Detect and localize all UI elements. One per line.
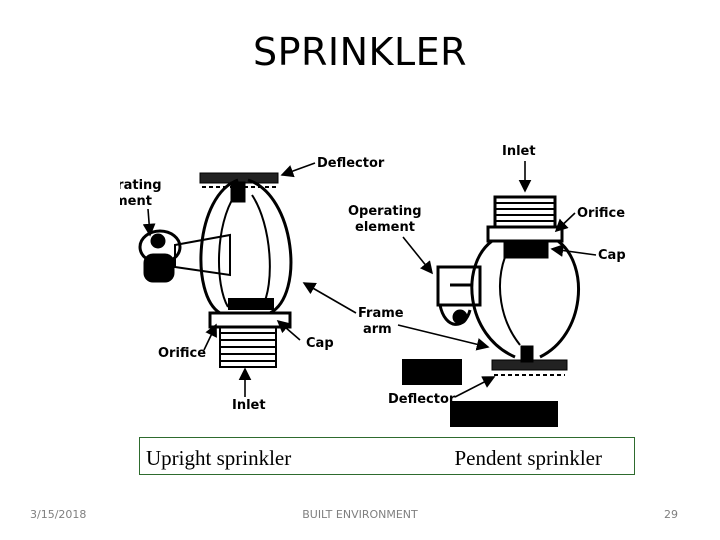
upright-label-inlet: Inlet [232, 398, 266, 413]
upright-sprinkler-drawing [138, 172, 293, 368]
pendent-label-deflector: Deflector [388, 392, 456, 407]
pendent-label-operating-2: element [355, 220, 415, 235]
pendent-label-orifice: Orifice [577, 206, 625, 221]
pendent-label-frame: Frame [358, 306, 404, 321]
pendent-label-arm: arm [363, 322, 392, 337]
upright-label-cap: Cap [306, 336, 334, 351]
footer-date: 3/15/2018 [30, 508, 87, 521]
upright-label-orifice: Orifice [158, 346, 206, 361]
pendent-label-operating-1: Operating [348, 204, 422, 219]
upright-label-deflector: Deflector [317, 156, 385, 171]
sprinkler-figure: Deflector Operating element Orifice Cap … [88, 135, 640, 435]
black-block-2 [450, 401, 558, 427]
pendent-label-cap: Cap [598, 248, 626, 263]
footer-page-number: 29 [664, 508, 678, 521]
sprinkler-diagram: Deflector Operating element Orifice Cap … [88, 144, 626, 427]
caption-pendent: Pendent sprinkler [454, 446, 602, 470]
upright-label-operating-1: Operating [120, 178, 162, 193]
pendent-sprinkler-drawing [436, 195, 580, 376]
pendent-label-inlet: Inlet [502, 144, 536, 159]
caption-upright: Upright sprinkler [146, 446, 292, 470]
black-block-1 [402, 359, 462, 385]
footer-center: BUILT ENVIRONMENT [302, 508, 418, 521]
slide-title: SPRINKLER [252, 30, 468, 74]
upright-label-operating-2: element [120, 194, 152, 209]
caption-box: Upright sprinkler Pendent sprinkler [139, 437, 635, 475]
leader-arrows [142, 161, 597, 398]
